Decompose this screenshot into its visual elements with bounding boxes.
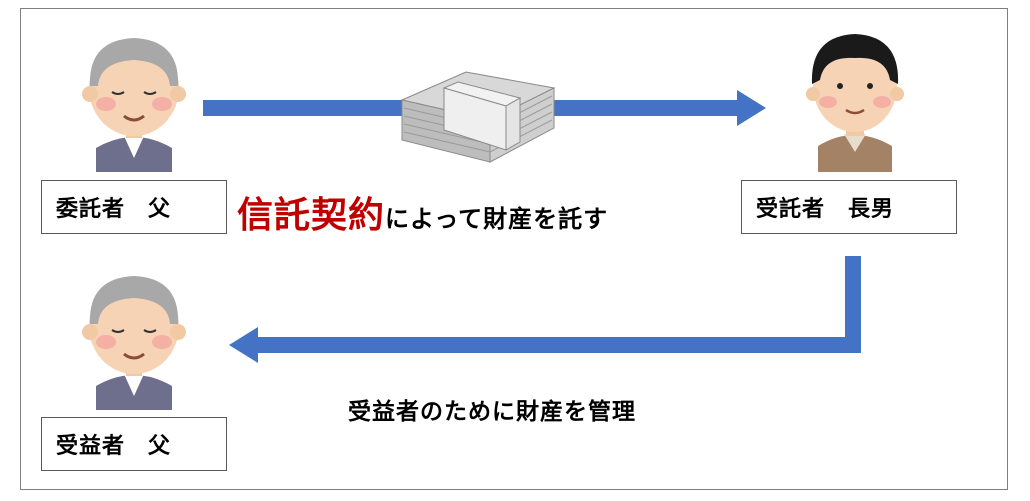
money-stack-icon	[400, 71, 556, 163]
diagram-frame	[20, 8, 1008, 490]
truster-label: 委託者 父	[56, 197, 172, 222]
beneficiary-label-box: 受益者 父	[41, 417, 227, 471]
headline: 信託契約 によって財産を託す	[237, 186, 608, 238]
elderly-man-icon	[82, 38, 186, 172]
beneficiary-label: 受益者 父	[56, 434, 172, 459]
truster-label-box: 委託者 父	[41, 180, 227, 234]
elderly-man-icon	[82, 276, 186, 410]
management-text: 受益者のために財産を管理	[348, 399, 636, 425]
trustee-label-box: 受託者 長男	[741, 180, 957, 234]
middle-aged-man-icon	[806, 34, 904, 172]
management-arrow	[229, 256, 861, 363]
headline-emphasis: 信託契約	[237, 195, 386, 236]
headline-rest: によって財産を託す	[385, 205, 609, 233]
trustee-label: 受託者 長男	[756, 197, 895, 222]
